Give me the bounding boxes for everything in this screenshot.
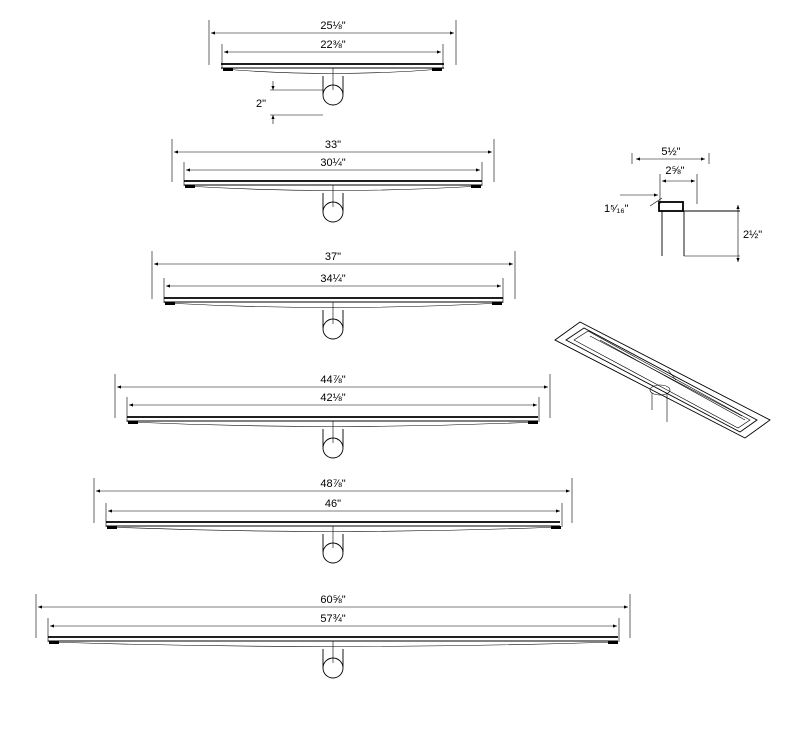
drain-outlet <box>322 84 344 106</box>
inner-length-label: 34¼" <box>320 273 345 285</box>
pipe-height-label: 2" <box>256 98 266 110</box>
drain-elevations: 25⅛" 22⅜" 2" 33" 30¼" 37" 34¼" 44⅞" 42⅛" 48⅞" 46" 6… <box>35 20 631 679</box>
drain-3: 37" 34¼" <box>151 251 516 340</box>
isometric-outlet <box>649 384 671 396</box>
offset-label: 1⁵⁄₁₆" <box>604 203 629 215</box>
outer-length-label: 33" <box>325 139 341 151</box>
drain-5: 48⅞" 46" <box>93 478 573 564</box>
inner-length-label: 42⅛" <box>320 392 345 404</box>
inner-length-label: 57¾" <box>320 613 345 625</box>
isometric-view <box>554 321 771 439</box>
outer-length-label: 37" <box>325 251 341 263</box>
outer-length-label: 60⅝" <box>320 594 345 606</box>
drain-4: 44⅞" 42⅛" <box>114 374 551 459</box>
outer-length-label: 25⅛" <box>320 20 345 32</box>
drain-outlet <box>322 657 344 679</box>
drain-2: 33" 30¼" <box>171 139 495 223</box>
drain-outlet <box>322 318 344 340</box>
drain-outlet <box>322 437 344 459</box>
outer-length-label: 44⅞" <box>320 374 345 386</box>
inner-length-label: 46" <box>325 498 341 510</box>
outer-length-label: 48⅞" <box>320 478 345 490</box>
width-inner-label: 2⅝" <box>665 165 684 177</box>
width-outer-label: 5½" <box>661 146 680 158</box>
drain-1: 25⅛" 22⅜" 2" <box>208 20 457 124</box>
inner-length-label: 30¼" <box>320 157 345 169</box>
drain-outlet <box>322 201 344 223</box>
inner-length-label: 22⅜" <box>320 39 345 51</box>
drain-6: 60⅝" 57¾" <box>35 594 631 679</box>
channel-profile <box>658 201 684 212</box>
drain-outlet <box>322 542 344 564</box>
cross-section-detail: 5½" 2⅝" 1⁵⁄₁₆" 2½" <box>604 146 762 262</box>
depth-label: 2½" <box>743 229 762 241</box>
